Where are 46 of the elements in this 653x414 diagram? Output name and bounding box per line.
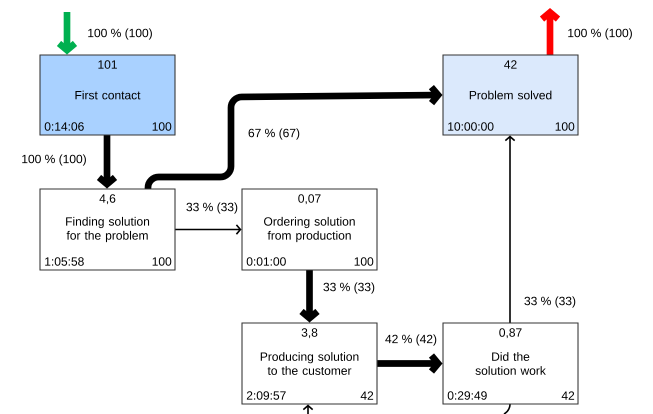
arrow (96, 136, 118, 188)
value-label: 3,8 (302, 328, 318, 338)
process-box (442, 54, 579, 136)
step-name: Problem solved (470, 90, 552, 100)
arrow (540, 8, 560, 54)
value-label: 101 (98, 60, 117, 69)
count-label: 100 (152, 122, 172, 131)
step-name: Ordering solution from production (264, 216, 355, 242)
edge-label: 33 % (33) (184, 201, 240, 215)
duration-label: 0:01:00 (246, 257, 286, 266)
step-name: First contact (75, 90, 140, 100)
value-label: 0,07 (298, 194, 321, 204)
arrow (56, 12, 78, 54)
count-label: 100 (152, 257, 172, 266)
duration-label: 0:14:06 (44, 122, 84, 131)
step-name: Producing solution to the customer (260, 352, 358, 375)
process-box (241, 188, 378, 271)
edge-label: 33 % (33) (322, 281, 376, 295)
process-box (442, 322, 579, 405)
duration-label: 2:09:57 (246, 391, 286, 400)
value-label: 4,6 (99, 194, 116, 204)
edge-label: 100 % (100) (20, 153, 88, 167)
duration-label: 0:29:49 (448, 391, 487, 400)
edge-label: 100 % (100) (86, 27, 154, 41)
edge-label: 67 % (67) (246, 127, 302, 141)
count-label: 42 (360, 391, 374, 400)
count-label: 100 (556, 122, 574, 131)
edge-label: 100 % (100) (566, 27, 634, 41)
arrow (176, 224, 242, 235)
process-box (39, 54, 176, 136)
arrow (299, 270, 320, 322)
duration-label: 10:00:00 (448, 122, 494, 131)
count-label: 100 (354, 257, 374, 266)
count-label: 42 (562, 391, 574, 400)
arrow (378, 353, 442, 374)
edge-label: 42 % (42) (384, 333, 438, 347)
step-name: Did the solution work (476, 352, 546, 375)
process-box (241, 322, 378, 405)
value-label: 0,87 (499, 328, 522, 338)
duration-label: 1:05:58 (45, 257, 84, 266)
value-label: 42 (504, 60, 517, 69)
arrow (504, 136, 516, 322)
edge-label: 33 % (33) (522, 295, 578, 309)
arrow (144, 84, 442, 191)
step-name: Finding solution for the problem (66, 216, 150, 242)
process-box (39, 188, 176, 271)
